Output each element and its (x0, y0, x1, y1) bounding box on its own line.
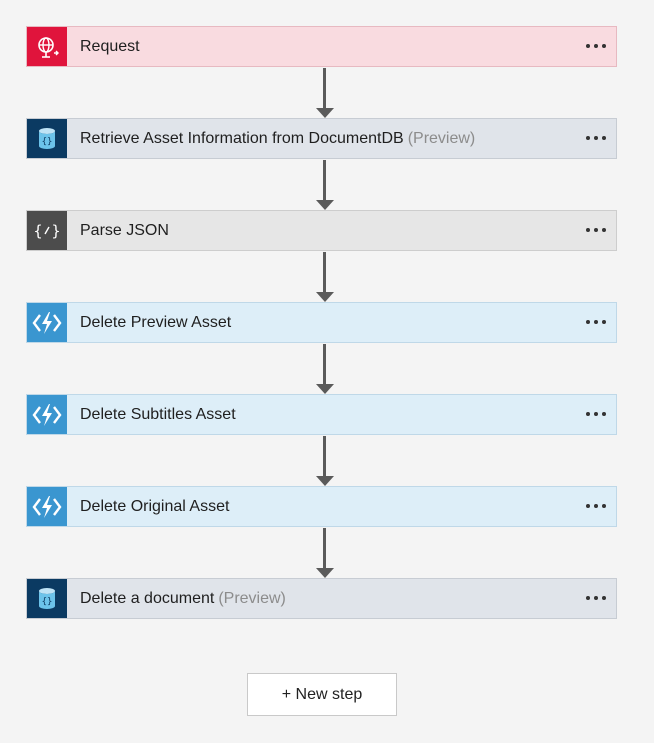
documentdb-icon: {} (27, 119, 67, 158)
azure-function-icon (27, 303, 67, 342)
more-options-icon[interactable] (586, 128, 606, 148)
azure-function-icon (27, 395, 67, 434)
step-parse-json[interactable]: { } Parse JSON (26, 210, 617, 251)
connector-arrow (316, 68, 334, 118)
connector-arrow (316, 344, 334, 394)
preview-tag: (Preview) (218, 589, 286, 607)
svg-text:{}: {} (42, 137, 53, 147)
connector-arrow (316, 528, 334, 578)
step-retrieve-asset-information[interactable]: {} Retrieve Asset Information from Docum… (26, 118, 617, 159)
azure-function-icon (27, 487, 67, 526)
step-request[interactable]: Request (26, 26, 617, 67)
new-step-button[interactable]: + New step (247, 673, 397, 716)
step-label: Request (80, 37, 140, 55)
globe-icon (27, 27, 67, 66)
documentdb-icon: {} (27, 579, 67, 618)
step-label: Parse JSON (80, 221, 169, 239)
more-options-icon[interactable] (586, 404, 606, 424)
more-options-icon[interactable] (586, 588, 606, 608)
svg-text:{}: {} (42, 597, 53, 607)
step-label: Delete a document(Preview) (80, 589, 286, 607)
connector-arrow (316, 436, 334, 486)
step-label: Delete Subtitles Asset (80, 405, 236, 423)
step-delete-subtitles-asset[interactable]: Delete Subtitles Asset (26, 394, 617, 435)
step-delete-original-asset[interactable]: Delete Original Asset (26, 486, 617, 527)
preview-tag: (Preview) (407, 129, 476, 147)
step-delete-a-document[interactable]: {} Delete a document(Preview) (26, 578, 617, 619)
more-options-icon[interactable] (586, 220, 606, 240)
connector-arrow (316, 252, 334, 302)
more-options-icon[interactable] (586, 36, 606, 56)
json-icon: { } (27, 211, 67, 250)
more-options-icon[interactable] (586, 312, 606, 332)
connector-arrow (316, 160, 334, 210)
step-label: Delete Original Asset (80, 497, 230, 515)
step-label: Delete Preview Asset (80, 313, 232, 331)
step-label: Retrieve Asset Information from Document… (80, 129, 476, 147)
more-options-icon[interactable] (586, 496, 606, 516)
step-delete-preview-asset[interactable]: Delete Preview Asset (26, 302, 617, 343)
